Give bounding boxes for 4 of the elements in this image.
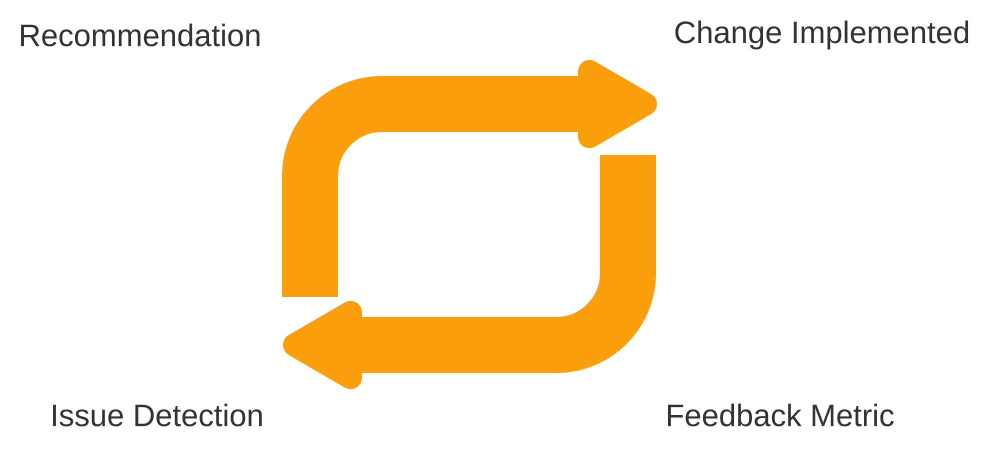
step-label: Recommendation (21, 24, 260, 46)
step-label: Feedback Metric (668, 404, 894, 426)
step-label: Issue Detection (53, 404, 262, 426)
step-label: Change Implemented (675, 20, 968, 50)
